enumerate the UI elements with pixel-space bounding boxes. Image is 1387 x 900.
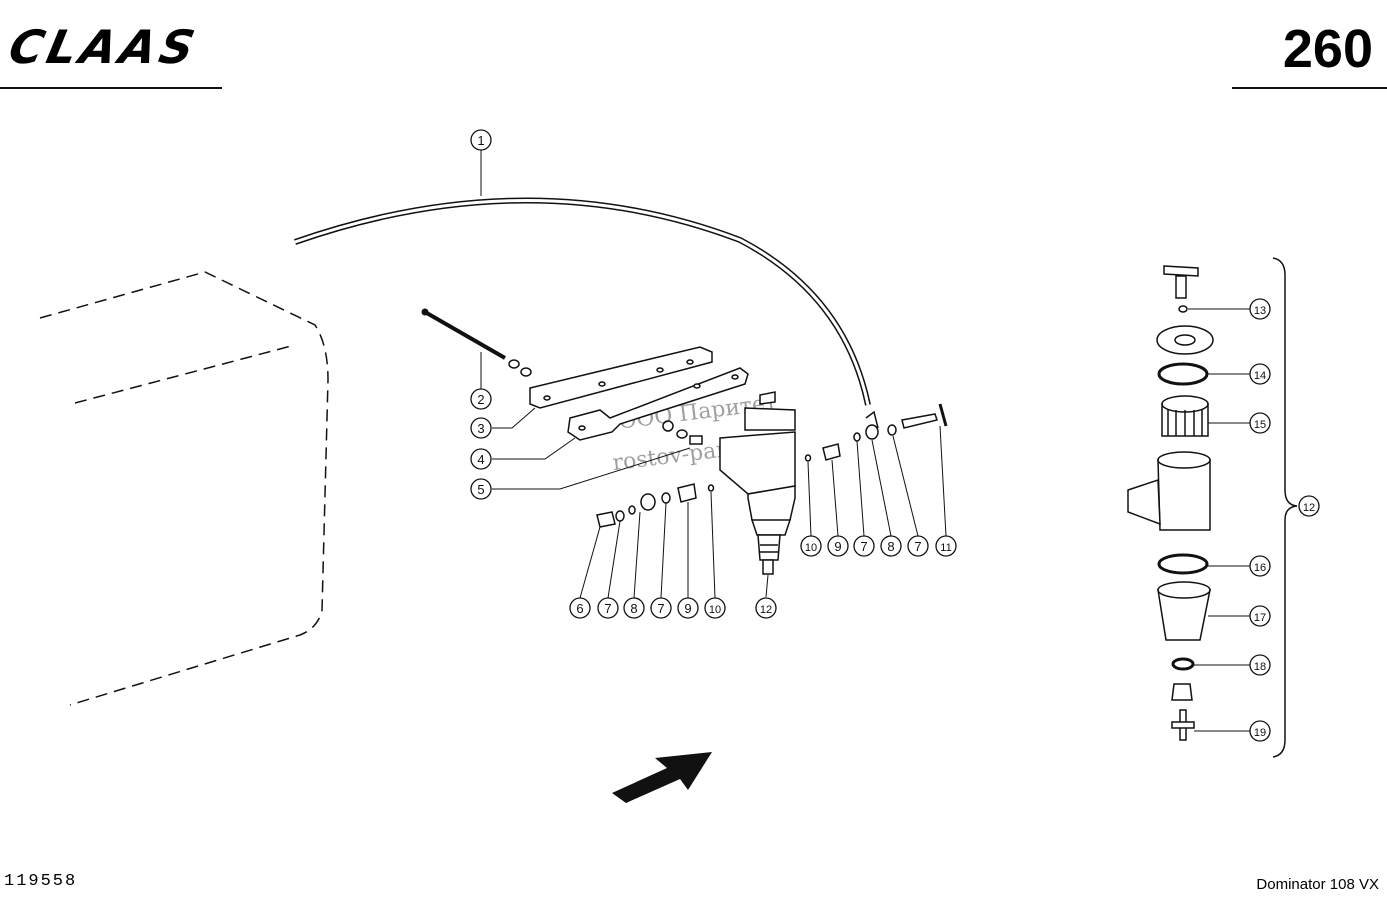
group-brace bbox=[1272, 257, 1298, 758]
callout-right-10: 10 bbox=[805, 542, 817, 554]
callout-side-17: 17 bbox=[1254, 612, 1266, 624]
bracket-lower bbox=[567, 367, 749, 441]
callout-right-7b: 7 bbox=[914, 539, 921, 554]
callout-bottom-12: 12 bbox=[760, 604, 772, 616]
page-number: 260 bbox=[1282, 19, 1373, 79]
bleed-screw bbox=[901, 403, 948, 429]
bracket-fasteners bbox=[662, 420, 703, 445]
callout-side-19: 19 bbox=[1254, 727, 1266, 739]
callout-side-16: 16 bbox=[1254, 562, 1266, 574]
callout-3: 3 bbox=[477, 421, 484, 436]
side-filter-components bbox=[1127, 265, 1214, 741]
bracket-upper bbox=[529, 346, 713, 409]
callout-side-14: 14 bbox=[1254, 370, 1266, 382]
machine-outline bbox=[39, 271, 329, 706]
callout-circles bbox=[470, 129, 1320, 742]
callout-right-9: 9 bbox=[834, 539, 841, 554]
callout-side-13: 13 bbox=[1254, 305, 1266, 317]
direction-arrow bbox=[612, 752, 712, 803]
callout-5: 5 bbox=[477, 482, 484, 497]
leader-lines bbox=[480, 150, 1250, 732]
callout-2: 2 bbox=[477, 392, 484, 407]
callout-side-18: 18 bbox=[1254, 661, 1266, 673]
long-bolt bbox=[421, 308, 532, 377]
callout-bottom-8: 8 bbox=[630, 601, 637, 616]
fuel-hose bbox=[294, 197, 871, 406]
callout-bottom-7b: 7 bbox=[657, 601, 664, 616]
callout-4: 4 bbox=[477, 452, 484, 467]
document-number: 119558 bbox=[4, 872, 78, 891]
machine-model: Dominator 108 VX bbox=[1256, 876, 1379, 893]
bottom-row-fittings bbox=[596, 483, 715, 528]
callout-bottom-7a: 7 bbox=[604, 601, 611, 616]
callout-bottom-10: 10 bbox=[709, 604, 721, 616]
callout-1-circle bbox=[470, 129, 492, 151]
callout-side-12: 12 bbox=[1303, 502, 1315, 514]
callout-bottom-9: 9 bbox=[684, 601, 691, 616]
callout-right-11: 11 bbox=[940, 542, 951, 554]
callout-side-15: 15 bbox=[1254, 419, 1266, 431]
callout-1: 1 bbox=[477, 133, 484, 148]
fuel-filter-assembly bbox=[719, 391, 796, 575]
right-row-fittings bbox=[804, 410, 897, 462]
callout-bottom-6: 6 bbox=[576, 601, 583, 616]
callout-right-7a: 7 bbox=[860, 539, 867, 554]
callout-right-8: 8 bbox=[887, 539, 894, 554]
